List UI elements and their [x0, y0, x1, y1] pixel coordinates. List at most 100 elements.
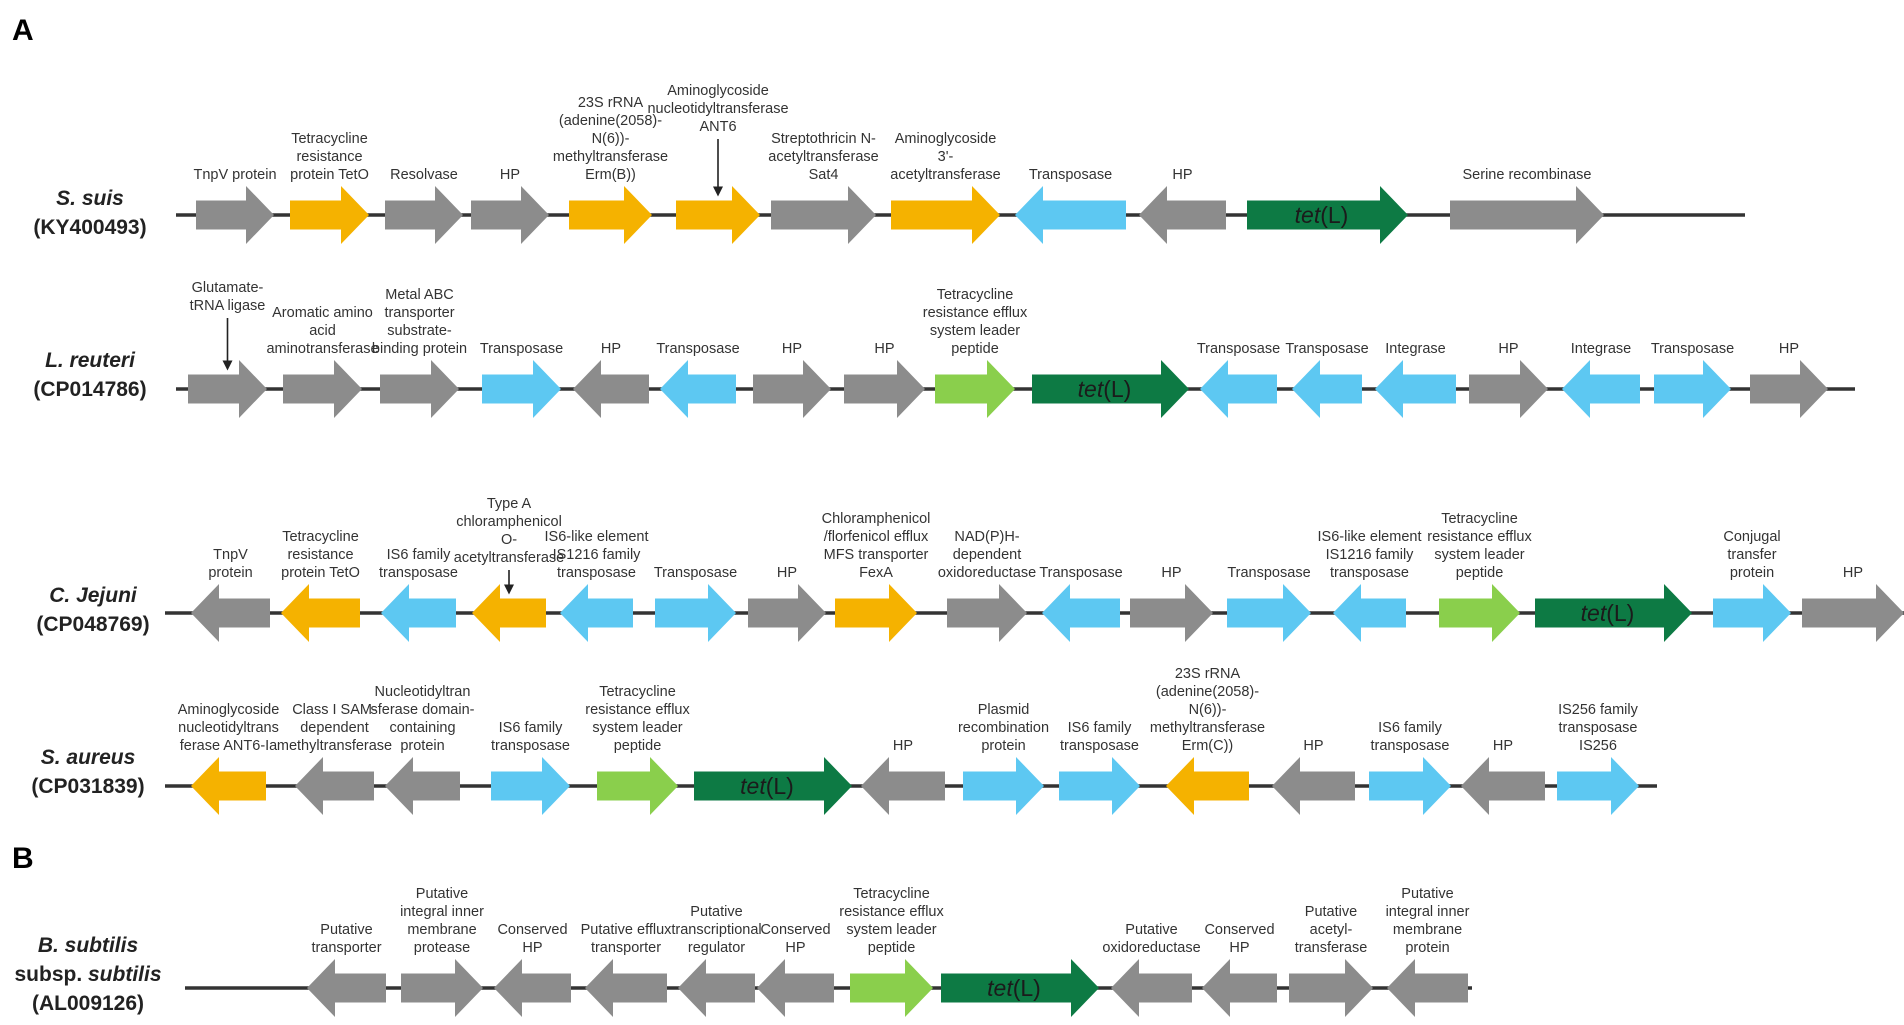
gene-label-line: Tetracycline [853, 886, 930, 902]
gene-label: Transposase [1039, 565, 1122, 581]
forward-arrow-shape [569, 186, 652, 244]
gene-label-line: Putative efflux [581, 922, 673, 938]
gene-label-line: resistance [287, 547, 353, 563]
gene-label-line: Integrase [1571, 341, 1631, 357]
gene-label: Transposase [654, 565, 737, 581]
gene-label-line: Type A [487, 496, 532, 512]
gene-label: Resolvase [390, 167, 458, 183]
forward-arrow-shape [1369, 757, 1451, 815]
tet-l-gene-arrow: tet(L) [694, 757, 852, 815]
gene-label: HP [1161, 565, 1181, 581]
gene-arrow: Transposase [1197, 341, 1280, 418]
gene-label-line: HP [1779, 341, 1799, 357]
subspecies-prefix: subsp. [14, 963, 88, 986]
gene-label-line: IS256 [1579, 738, 1617, 754]
gene-label-line: resistance [296, 149, 362, 165]
gene-arrow: HP [1272, 738, 1355, 815]
gene-arrow: HP [1461, 738, 1545, 815]
gene-label-line: N(6))- [1189, 702, 1227, 718]
reverse-arrow-shape [1272, 757, 1355, 815]
gene-arrow: Transposase [1039, 565, 1123, 642]
organism-label-b-subtilis: B. subtilis subsp. subtilis (AL009126) [14, 934, 161, 1015]
reverse-arrow-shape [1202, 959, 1277, 1017]
pointer-arrowhead [504, 584, 514, 595]
forward-arrow-shape [1450, 186, 1604, 244]
tet-italic-part: tet [1581, 600, 1608, 626]
gene-label-line: Erm(B)) [585, 167, 636, 183]
gene-label-line: Conjugal [1723, 529, 1780, 545]
gene-label-line: Tetracycline [599, 684, 676, 700]
tet-italic-part: tet [740, 773, 767, 799]
forward-arrow-shape [290, 186, 369, 244]
gene-label-line: chloramphenicol [456, 514, 562, 530]
gene-arrow: Integrase [1562, 341, 1640, 418]
gene-arrow: Transposase [1227, 565, 1311, 642]
gene-label-line: Conserved [760, 922, 830, 938]
tet-l-label: tet(L) [1295, 202, 1349, 228]
gene-label: Integrase [1571, 341, 1631, 357]
gene-label-line: nucleotidyltrans [178, 720, 279, 736]
forward-arrow-shape [935, 360, 1015, 418]
gene-label-line: transposase [379, 565, 458, 581]
gene-arrow: HP [1750, 341, 1828, 418]
gene-label: HP [601, 341, 621, 357]
gene-label-line: (adenine(2058)- [559, 113, 662, 129]
gene-label-line: system leader [930, 323, 1020, 339]
reverse-arrow-shape [585, 959, 667, 1017]
gene-label-line: protein [981, 738, 1025, 754]
gene-arrow: Transposase [656, 341, 740, 418]
forward-arrow-shape [1557, 757, 1639, 815]
gene-label-line: IS6-like element [1318, 529, 1422, 545]
forward-arrow-shape [380, 360, 459, 418]
reverse-arrow-shape [1333, 584, 1406, 642]
gene-label-line: transposase [491, 738, 570, 754]
gene-arrow: HP [471, 167, 549, 244]
gene-label-line: Tetracycline [282, 529, 359, 545]
gene-arrow: HP [1469, 341, 1548, 418]
reverse-arrow-shape [307, 959, 386, 1017]
tet-suffix-part: (L) [1320, 202, 1348, 228]
gene-label-line: transposase [557, 565, 636, 581]
subspecies-name: subtilis [88, 963, 162, 986]
panel-label-b: B [12, 842, 34, 875]
forward-arrow-shape [385, 186, 463, 244]
gene-label-line: Transposase [1029, 167, 1112, 183]
gene-label-line: protein TetO [290, 167, 369, 183]
gene-label-line: IS6 family [1068, 720, 1132, 736]
reverse-arrow-shape [678, 959, 755, 1017]
gene-label-line: TnpV protein [193, 167, 276, 183]
gene-label-line: 3'- [938, 149, 954, 165]
gene-label-line: Transposase [1039, 565, 1122, 581]
gene-label-line: aminotransferase [266, 341, 378, 357]
gene-label-line: acetyltransferase [454, 550, 564, 566]
gene-label-line: ANT6 [699, 119, 736, 135]
forward-arrow-shape [748, 584, 826, 642]
gene-label-line: resistance efflux [585, 702, 690, 718]
gene-label-line: Transposase [654, 565, 737, 581]
gene-label: HP [874, 341, 894, 357]
forward-arrow-shape [676, 186, 760, 244]
gene-label-line: methyltransferase [277, 738, 392, 754]
gene-label-line: Integrase [1385, 341, 1445, 357]
